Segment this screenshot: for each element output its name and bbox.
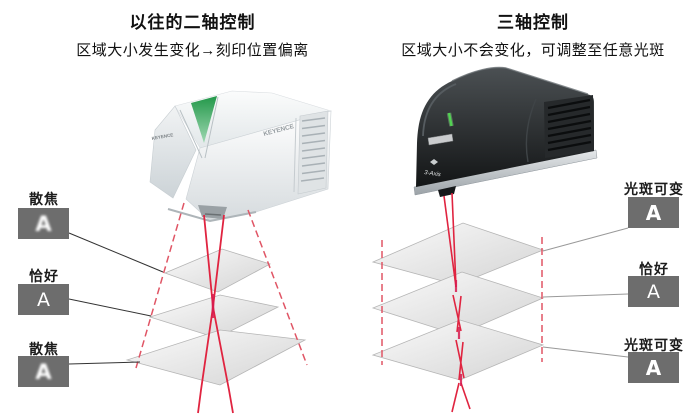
- right-sample-in-focus: A: [628, 276, 679, 307]
- machine-front-seam: [179, 96, 219, 159]
- right-laser-beam: [443, 192, 471, 413]
- right-field-boundary-dashed: [381, 237, 543, 365]
- machine-lens-slot: [204, 213, 222, 216]
- left-sample-in-focus: A: [18, 284, 69, 315]
- machine-model-label: [427, 133, 454, 146]
- left-laser-beam: [197, 214, 234, 414]
- sample-letter: A: [645, 355, 662, 380]
- right-panel-subtitle: 区域大小不会变化，可调整至任意光斑: [401, 42, 665, 59]
- machine-vent-slats: [547, 98, 592, 152]
- machine-led-green: [447, 112, 453, 127]
- right-sample-variable-spot-top: A: [628, 197, 679, 228]
- right-panel-title: 三轴控制: [497, 13, 569, 32]
- sample-letter: A: [37, 288, 50, 311]
- sample-letter: A: [647, 280, 660, 303]
- left-label-defocus-top: 散焦: [29, 191, 59, 207]
- right-work-plane-top: [371, 222, 545, 286]
- left-work-plane-bottom: [125, 329, 307, 386]
- right-laser-marker-machine: 3-Axis: [413, 66, 598, 197]
- left-label-connectors: [68, 232, 164, 365]
- right-panel-header: 三轴控制 区域大小不会变化，可调整至任意光斑: [368, 8, 698, 60]
- three-axis-emblem: 3-Axis: [424, 170, 441, 178]
- machine-bottom-edge: [167, 208, 257, 223]
- left-field-boundary-dashed: [135, 202, 308, 369]
- machine-top-sheen: [451, 66, 589, 95]
- sample-letter: A: [35, 211, 52, 236]
- right-label-variable-spot-bottom: 光斑可变: [624, 337, 684, 353]
- machine-emblem-diamond: [430, 159, 438, 165]
- right-focus-highlights: [454, 280, 463, 386]
- right-label-in-focus: 恰好: [639, 261, 669, 277]
- right-label-connectors: [542, 227, 629, 358]
- left-sample-defocus-bottom: A: [18, 356, 69, 387]
- sample-letter: A: [645, 200, 662, 225]
- machine-panel-divider: [293, 117, 297, 193]
- machine-side-swoosh: [525, 98, 537, 163]
- left-panel-title: 以往的二轴控制: [129, 13, 256, 32]
- right-work-plane-middle: [371, 271, 545, 336]
- sample-letter: A: [35, 359, 52, 384]
- machine-dome-highlight: [422, 83, 457, 137]
- machine-lens-aperture: [198, 205, 227, 219]
- left-sample-defocus-top: A: [18, 208, 69, 239]
- left-label-defocus-bottom: 散焦: [29, 341, 59, 357]
- machine-green-accent: [191, 96, 217, 143]
- keyence-logo-front: KEYENCE: [151, 132, 173, 141]
- left-panel-header: 以往的二轴控制 区域大小发生变化→刻印位置偏离: [25, 8, 360, 60]
- right-label-variable-spot-top: 光斑可变: [624, 181, 684, 197]
- left-label-in-focus: 恰好: [29, 268, 59, 284]
- left-panel-subtitle: 区域大小发生变化→刻印位置偏离: [76, 42, 309, 59]
- machine-front-face: [149, 105, 197, 199]
- machine-vent-slats: [300, 117, 326, 182]
- right-sample-variable-spot-bottom: A: [628, 352, 679, 383]
- left-laser-marker-machine: KEYENCE KEYENCE: [149, 90, 333, 223]
